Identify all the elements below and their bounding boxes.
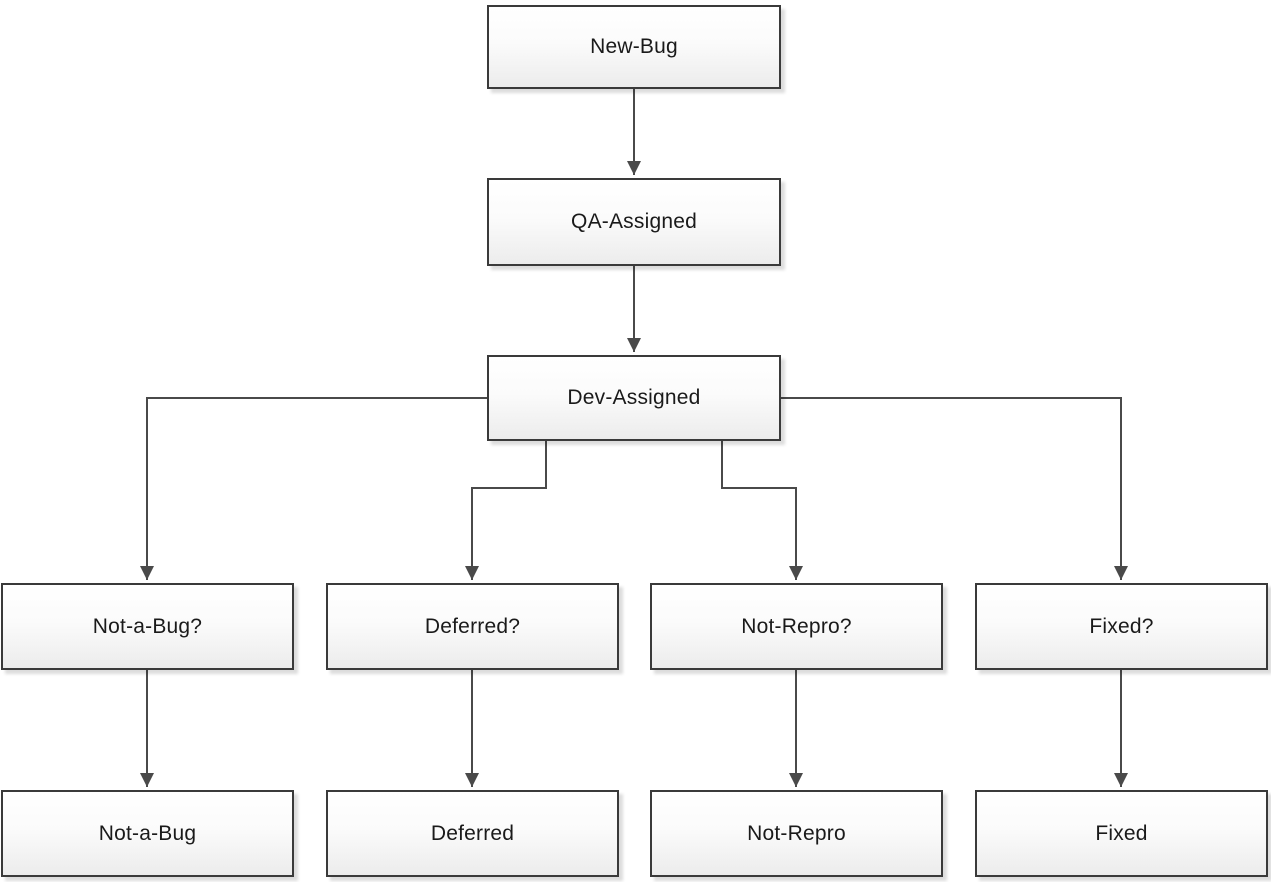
node-not-repro: Not-Repro bbox=[650, 790, 943, 877]
node-not-a-bug: Not-a-Bug bbox=[1, 790, 294, 877]
node-label-new-bug: New-Bug bbox=[590, 35, 678, 59]
node-label-fixed: Fixed bbox=[1095, 821, 1148, 845]
node-label-not-repro-q: Not-Repro? bbox=[741, 614, 852, 638]
node-new-bug: New-Bug bbox=[487, 5, 781, 89]
node-label-fixed-q: Fixed? bbox=[1089, 614, 1154, 638]
node-qa-assigned: QA-Assigned bbox=[487, 178, 781, 266]
node-not-repro-q: Not-Repro? bbox=[650, 583, 943, 670]
node-dev-assigned: Dev-Assigned bbox=[487, 355, 781, 441]
node-fixed: Fixed bbox=[975, 790, 1268, 877]
node-label-deferred: Deferred bbox=[430, 821, 515, 845]
node-deferred-q: Deferred? bbox=[326, 583, 619, 670]
node-fixed-q: Fixed? bbox=[975, 583, 1268, 670]
node-deferred: Deferred bbox=[326, 790, 619, 877]
node-not-a-bug-q: Not-a-Bug? bbox=[1, 583, 294, 670]
node-label-not-repro: Not-Repro bbox=[747, 821, 846, 845]
node-label-qa-assigned: QA-Assigned bbox=[571, 210, 697, 234]
node-label-not-a-bug-q: Not-a-Bug? bbox=[92, 614, 203, 638]
node-label-dev-assigned: Dev-Assigned bbox=[567, 386, 701, 410]
node-label-deferred-q: Deferred? bbox=[424, 614, 521, 638]
node-label-not-a-bug: Not-a-Bug bbox=[98, 821, 197, 845]
